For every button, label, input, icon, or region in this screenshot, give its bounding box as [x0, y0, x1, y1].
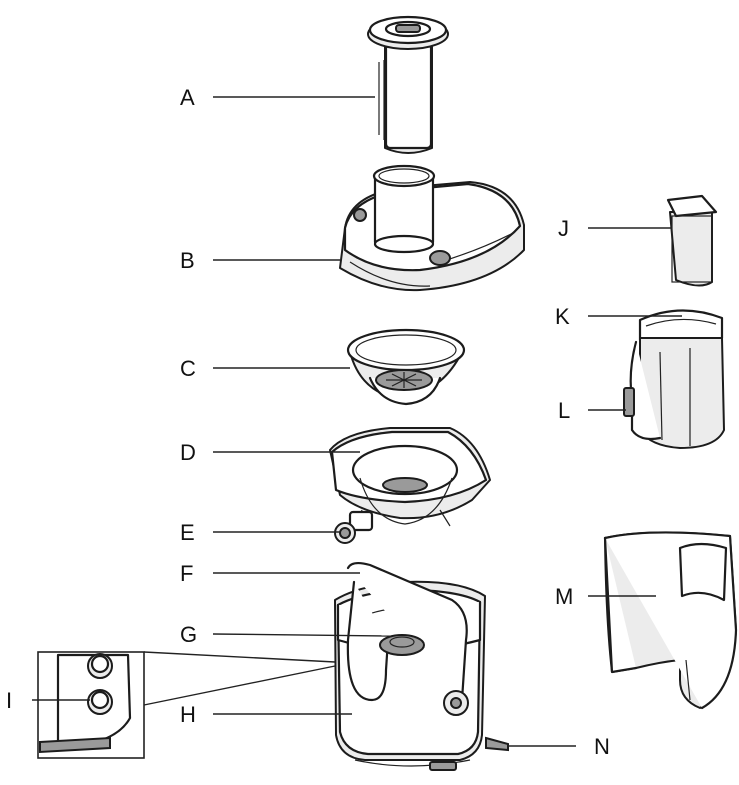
part-a-food-pusher [367, 15, 449, 154]
label-k: K [555, 304, 570, 329]
part-g-cutting-disc [379, 634, 425, 656]
label-c: C [180, 356, 196, 381]
part-n-power-cord [485, 736, 509, 752]
label-i: I [6, 688, 12, 713]
label-n: N [594, 734, 610, 759]
label-j: J [558, 216, 569, 241]
part-l-jug [623, 337, 725, 449]
part-m-pulp-container [603, 531, 738, 710]
label-h: H [180, 702, 196, 727]
leader-lines [32, 96, 682, 747]
part-c-filter-basket [346, 328, 466, 406]
control-panel-inset [37, 651, 336, 759]
part-b-lid [339, 164, 525, 292]
part-d-juice-bowl [329, 427, 491, 529]
part-j-froth-separator [666, 194, 718, 287]
label-b: B [180, 248, 195, 273]
label-a: A [180, 85, 195, 110]
part-f-locking-arm [346, 561, 469, 716]
label-d: D [180, 440, 196, 465]
label-f: F [180, 561, 193, 586]
label-e: E [180, 520, 195, 545]
label-g: G [180, 622, 197, 647]
label-m: M [555, 584, 573, 609]
part-e-spout [334, 510, 374, 544]
label-l: L [558, 398, 570, 423]
